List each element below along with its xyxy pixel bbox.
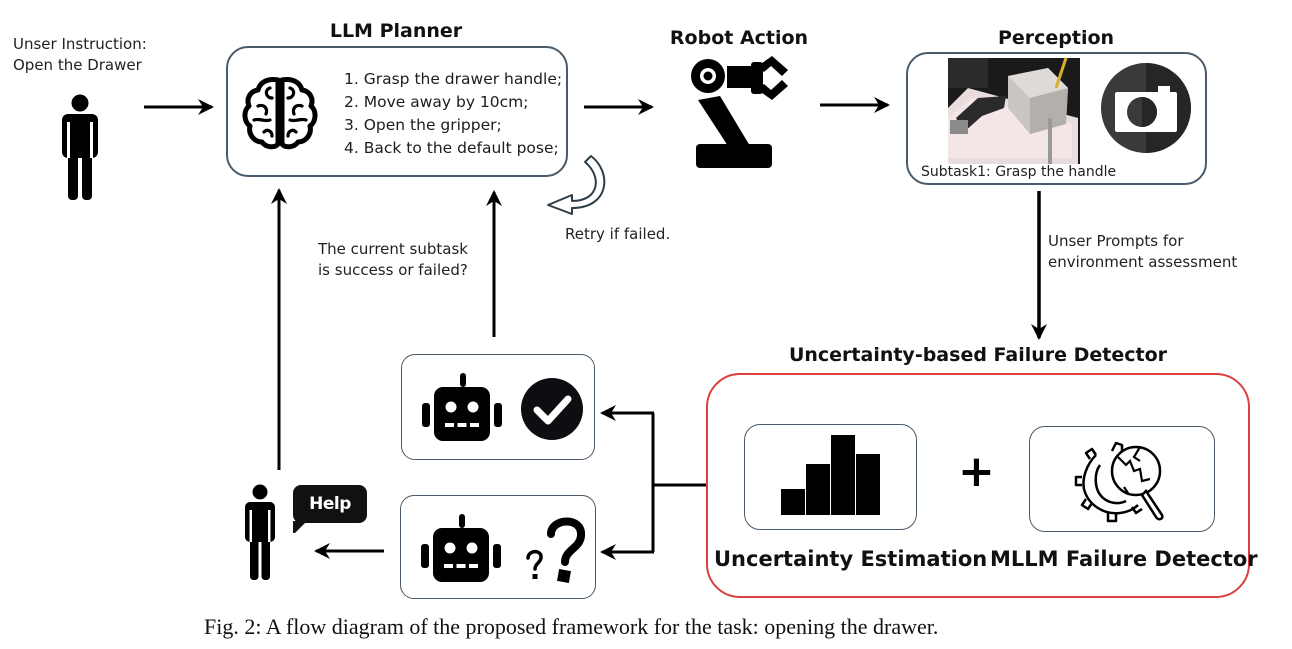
scene-photo: [948, 57, 1080, 164]
brain-icon: [242, 77, 318, 150]
figure-caption: Fig. 2: A flow diagram of the proposed f…: [204, 614, 939, 639]
user-instruction-label: Unser Instruction: Open the Drawer: [13, 34, 147, 76]
retry-curved-arrow: [547, 155, 606, 215]
robot-action-title: Robot Action: [669, 27, 809, 49]
prompt-label: Unser Prompts for environment assessment: [1048, 231, 1237, 273]
planner-steps: 1. Grasp the drawer handle; 2. Move away…: [344, 68, 562, 160]
bar-chart-icon: [781, 435, 880, 515]
mllm-failure-detector-label: MLLM Failure Detector: [990, 547, 1258, 571]
plus-sign: +: [958, 446, 995, 497]
planner-step: 1. Grasp the drawer handle;: [344, 70, 563, 88]
robot-arm-icon: [691, 56, 788, 168]
uncertainty-estimation-box: [744, 424, 917, 530]
failure-detector-title: Uncertainty-based Failure Detector: [788, 344, 1168, 366]
help-speech-bubble: Help: [293, 485, 367, 533]
bar: [856, 454, 880, 515]
uncertain-outcome-box: [400, 495, 596, 599]
perception-box: Subtask1: Grasp the handle: [906, 52, 1207, 185]
checkmark-circle-icon: [521, 378, 583, 440]
question-label-line1: The current subtask: [318, 240, 468, 258]
bar: [806, 464, 830, 515]
question-label-line2: is success or failed?: [318, 261, 468, 279]
person-icon: [62, 94, 98, 200]
planner-step: 3. Open the gripper;: [344, 116, 502, 134]
perception-title: Perception: [997, 27, 1115, 49]
photo-caption: Subtask1: Grasp the handle: [921, 164, 1117, 180]
retry-label: Retry if failed.: [565, 225, 671, 243]
success-outcome-box: [401, 354, 595, 460]
planner-step: 4. Back to the default pose;: [344, 139, 559, 157]
person-icon: [245, 484, 275, 580]
speech-bubble-tail: [293, 521, 307, 533]
uncertainty-estimation-label: Uncertainty Estimation: [714, 547, 988, 571]
robot-icon: [421, 514, 501, 582]
gear-magnifier-icon: [1074, 441, 1164, 523]
mllm-failure-detector-box: [1029, 426, 1215, 532]
llm-planner-title: LLM Planner: [329, 20, 463, 42]
failure-detector-box: + Uncertainty Estimation MLLM Failure De…: [706, 373, 1258, 598]
llm-planner-box: 1. Grasp the drawer handle; 2. Move away…: [226, 46, 568, 177]
prompt-label-line2: environment assessment: [1048, 253, 1238, 271]
question-marks-icon: [526, 517, 585, 583]
bar: [781, 489, 805, 515]
user-instruction-line2: Open the Drawer: [13, 56, 142, 74]
bar: [831, 435, 855, 515]
help-text: Help: [309, 494, 351, 514]
planner-step: 2. Move away by 10cm;: [344, 93, 529, 111]
robot-icon: [422, 373, 502, 441]
camera-icon: [1101, 63, 1191, 153]
user-instruction-line1: Unser Instruction:: [13, 35, 147, 53]
prompt-label-line1: Unser Prompts for: [1048, 232, 1184, 250]
question-label: The current subtask is success or failed…: [318, 239, 468, 281]
